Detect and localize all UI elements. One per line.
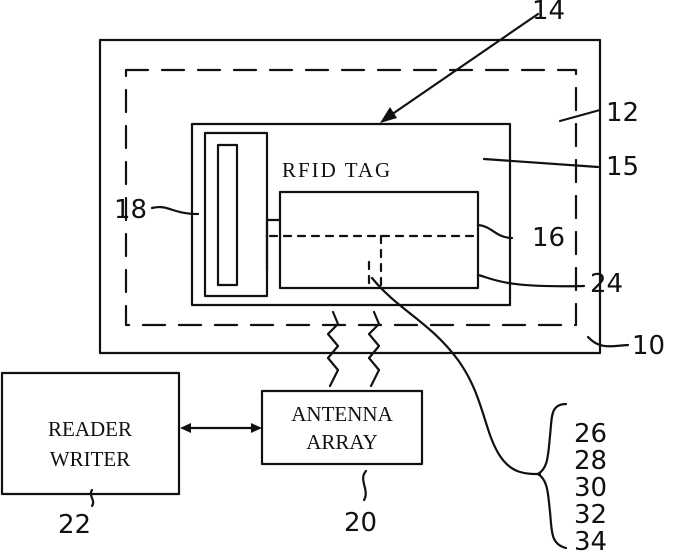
substrate-dashed-outline xyxy=(126,70,576,325)
antenna-chip-lead xyxy=(267,220,280,270)
leader-20 xyxy=(363,471,366,500)
tag-chip xyxy=(280,192,478,288)
leader-22 xyxy=(91,490,93,506)
rfid-tag-body xyxy=(192,124,510,305)
ref-list-item-4: 34 xyxy=(574,527,607,553)
rf-signal-left xyxy=(328,312,338,386)
antenna-array-label-line1: ANTENNA xyxy=(291,402,393,426)
leader-memory-list xyxy=(372,278,540,474)
rfid-tag-label: RFID TAG xyxy=(282,158,392,182)
reader-writer-label-line2: WRITER xyxy=(50,447,130,471)
leader-15 xyxy=(484,159,598,167)
ref-24: 24 xyxy=(590,269,623,299)
ref-list-item-2: 30 xyxy=(574,473,607,503)
ref-list-item-3: 32 xyxy=(574,500,607,530)
link-arrowhead-right xyxy=(251,423,262,433)
ref-22: 22 xyxy=(58,510,91,540)
ref-list-item-0: 26 xyxy=(574,419,607,449)
leader-16 xyxy=(478,225,512,238)
tag-antenna-inner xyxy=(218,145,237,285)
ref-18: 18 xyxy=(114,195,147,225)
ref-15: 15 xyxy=(606,152,639,182)
rf-signal-right xyxy=(369,312,379,386)
leader-12 xyxy=(560,110,600,121)
reader-writer-label-line1: READER xyxy=(48,417,132,441)
antenna-array-label-line2: ARRAY xyxy=(306,430,378,454)
reference-brace xyxy=(538,404,566,548)
ref-list-item-1: 28 xyxy=(574,446,607,476)
ref-10: 10 xyxy=(632,331,665,361)
ref-14: 14 xyxy=(532,0,565,26)
ref-12: 12 xyxy=(606,98,639,128)
ref-20: 20 xyxy=(344,508,377,538)
ref-16: 16 xyxy=(532,223,565,253)
leader-14-arrowhead xyxy=(380,107,397,123)
leader-24 xyxy=(478,275,584,286)
leader-10 xyxy=(588,337,628,346)
leader-14 xyxy=(388,14,538,117)
link-arrowhead-left xyxy=(180,423,191,433)
